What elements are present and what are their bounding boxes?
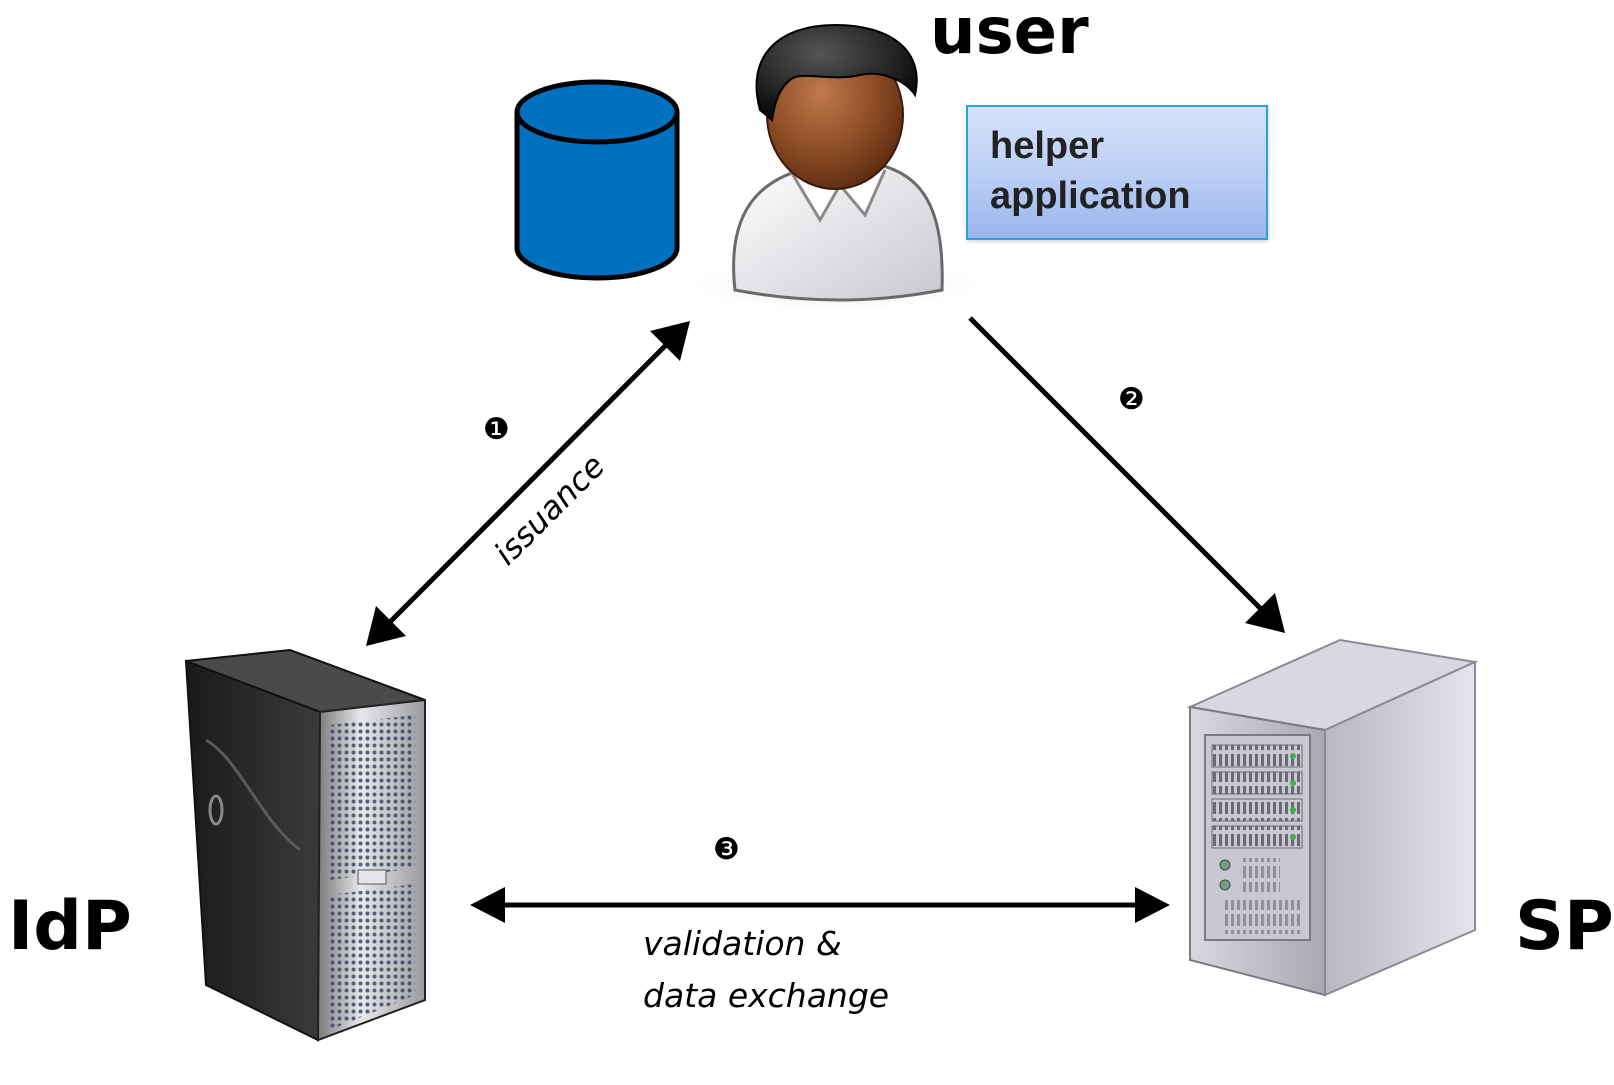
sp-label: SP (1515, 887, 1614, 966)
drive-bays (1211, 744, 1303, 934)
step-3-marker: ❸ (713, 832, 740, 867)
validation-label-line2: data exchange (643, 976, 890, 1015)
validation-label-line1: validation & (643, 924, 842, 963)
helper-label-line2: application (990, 175, 1191, 217)
user-label: user (930, 0, 1089, 69)
arrow-validation (470, 887, 1170, 923)
arrow-user-to-sp (968, 316, 1285, 633)
database-icon (514, 79, 680, 281)
user-avatar-icon (675, 23, 995, 313)
arrow-issuance (366, 321, 690, 646)
helper-label-line1: helper (990, 125, 1105, 167)
idp-label: IdP (8, 887, 132, 966)
helper-application-box: helper application (966, 105, 1268, 240)
step-1-marker: ❶ (483, 412, 510, 447)
step-2-marker: ❷ (1118, 382, 1145, 417)
idp-server-icon (184, 648, 426, 1042)
sp-server-icon (1186, 638, 1479, 997)
validation-label: validation & data exchange (643, 918, 889, 1022)
